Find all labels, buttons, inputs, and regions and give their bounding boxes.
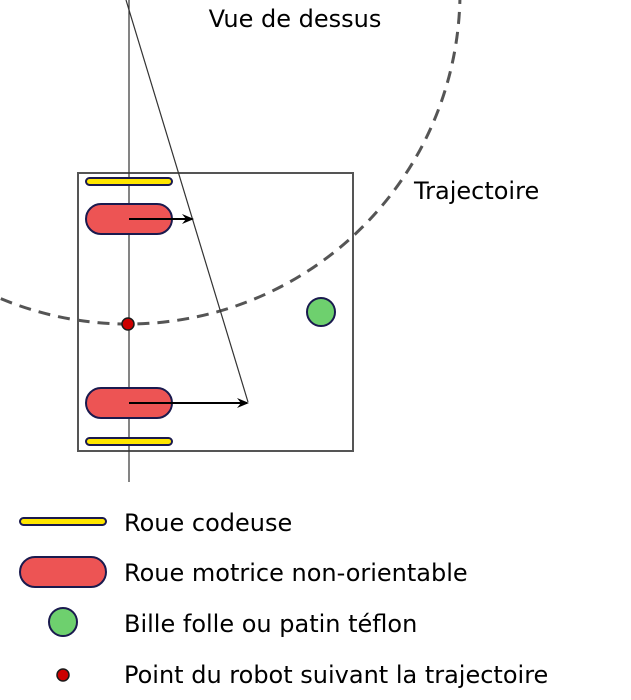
caster-ball-icon (48, 607, 78, 637)
legend-label-drive-wheel: Roue motrice non-orientable (124, 559, 468, 587)
trajectory-circle (0, 0, 462, 326)
drive-wheel-icon (19, 556, 107, 588)
legend-label-tracking-point: Point du robot suivant la trajectoire (124, 661, 548, 689)
legend-label-caster: Bille folle ou patin téflon (124, 610, 417, 638)
robot-chassis (77, 172, 354, 452)
caster-ball (306, 297, 336, 327)
tracking-point-icon (56, 668, 70, 682)
legend-item-encoder-wheel: Roue codeuse (19, 509, 292, 537)
trajectory-label: Trajectoire (413, 177, 539, 205)
diagram-title: Vue de dessus (209, 5, 382, 33)
legend-item-drive-wheel: Roue motrice non-orientable (19, 556, 468, 588)
legend-item-caster: Bille folle ou patin téflon (48, 607, 417, 638)
speed-profile-line (125, 0, 249, 403)
bottom-encoder-wheel (85, 437, 173, 446)
tracking-point (121, 317, 135, 331)
legend-label-encoder-wheel: Roue codeuse (124, 509, 292, 537)
legend: Roue codeuse Roue motrice non-orientable… (19, 509, 548, 689)
encoder-wheel-icon (19, 517, 107, 526)
top-encoder-wheel (85, 177, 173, 186)
legend-item-tracking-point: Point du robot suivant la trajectoire (56, 661, 548, 689)
